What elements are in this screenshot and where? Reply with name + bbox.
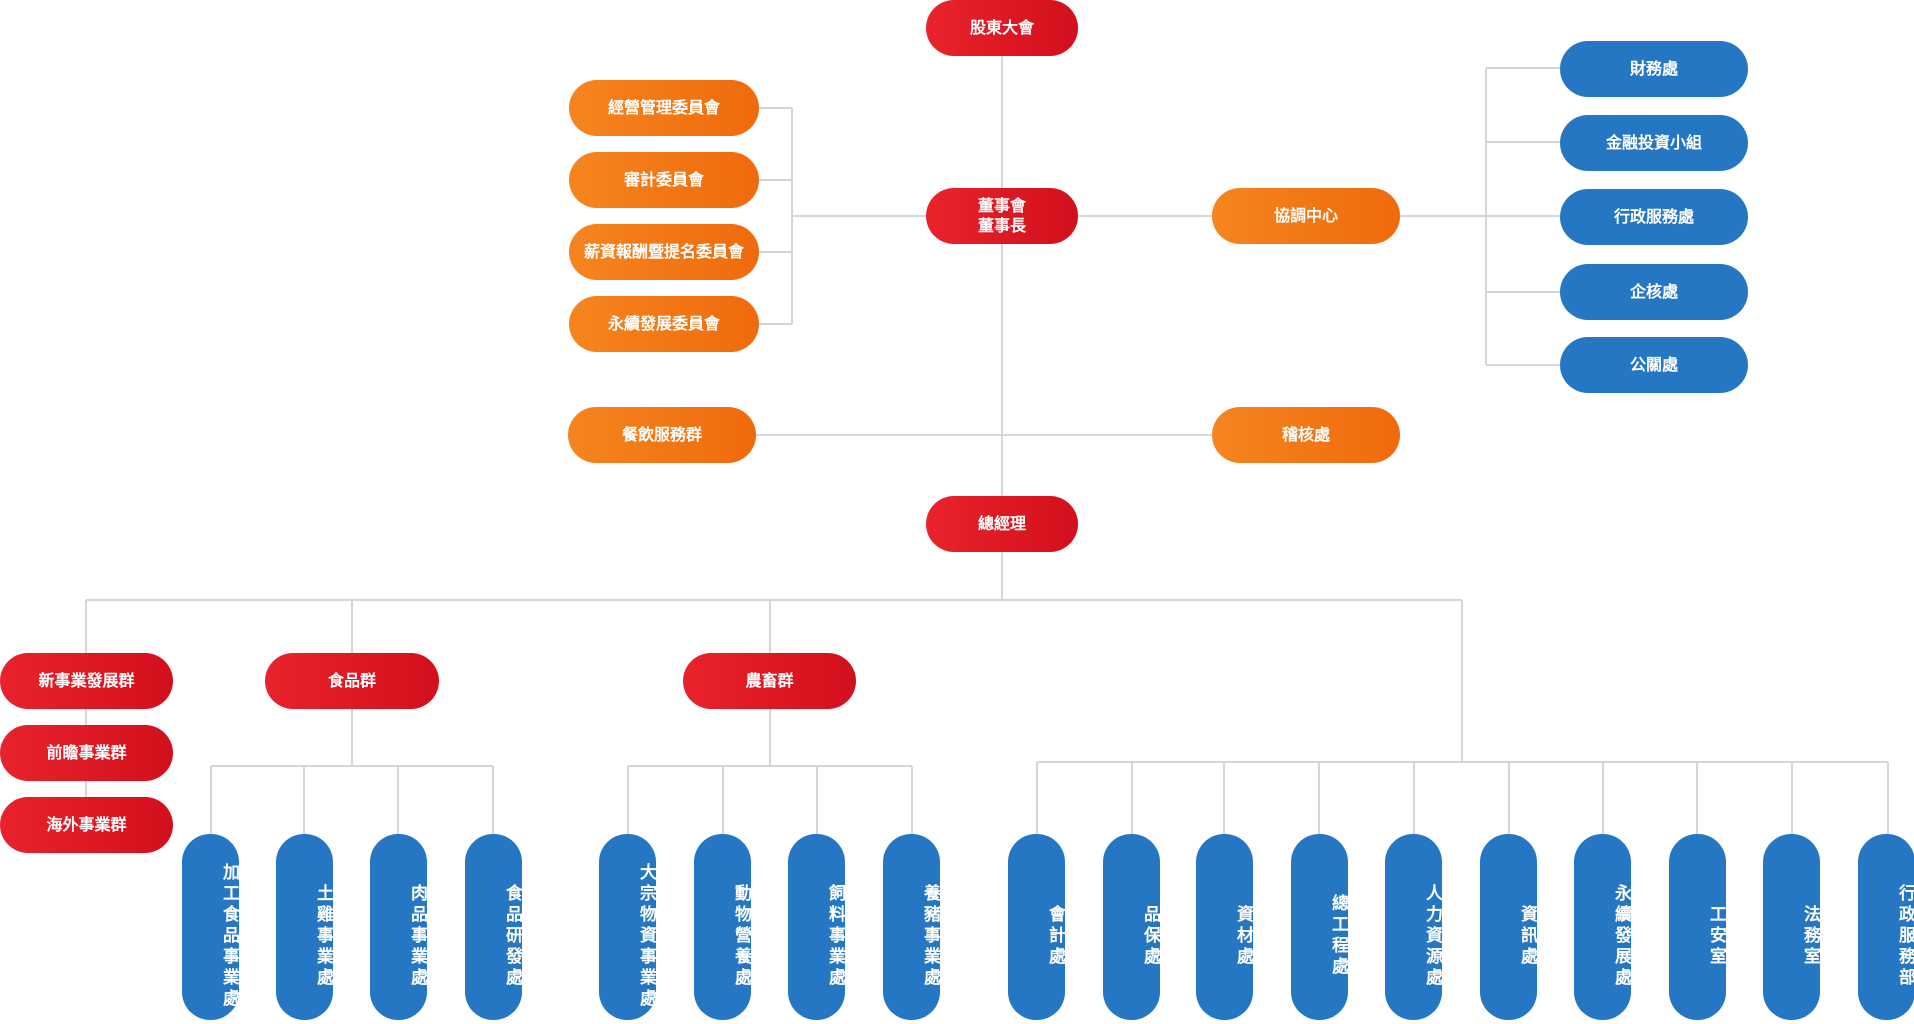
general-manager-node: 總經理 [926, 496, 1078, 552]
finance-dept: 財務處 [1560, 41, 1748, 97]
committee-management: 經營管理委員會 [569, 80, 759, 136]
catering-services-group: 餐飲服務群 [568, 407, 756, 463]
public-relations-dept: 公關處 [1560, 337, 1748, 393]
audit-office-node: 稽核處 [1212, 407, 1400, 463]
food-group-node: 食品群 [265, 653, 439, 709]
native-chicken-division: 土雞事業處 [276, 834, 333, 1020]
materials-dept: 資材處 [1196, 834, 1253, 1020]
board-chairman-node: 董事會 董事長 [926, 188, 1078, 244]
accounting-dept: 會計處 [1008, 834, 1065, 1020]
industrial-safety-office: 工安室 [1669, 834, 1726, 1020]
processed-food-division: 加工食品事業處 [182, 834, 239, 1020]
corporate-audit-dept: 企核處 [1560, 264, 1748, 320]
committee-audit: 審計委員會 [569, 152, 759, 208]
committee-sustainability: 永續發展委員會 [569, 296, 759, 352]
forward-business-group: 前瞻事業群 [0, 725, 173, 781]
quality-assurance-dept: 品保處 [1103, 834, 1160, 1020]
animal-nutrition-division: 動物營養處 [694, 834, 751, 1020]
new-business-group: 新事業發展群 [0, 653, 173, 709]
administrative-services-dept: 行政服務處 [1560, 189, 1748, 245]
human-resources-dept: 人力資源處 [1385, 834, 1442, 1020]
swine-division: 養豬事業處 [883, 834, 940, 1020]
meat-products-division: 肉品事業處 [370, 834, 427, 1020]
general-engineering-dept: 總工程處 [1291, 834, 1348, 1020]
information-dept: 資訊處 [1480, 834, 1537, 1020]
agri-livestock-group-node: 農畜群 [683, 653, 856, 709]
overseas-business-group: 海外事業群 [0, 797, 173, 853]
sustainable-development-dept: 永續發展處 [1574, 834, 1631, 1020]
coordination-center-node: 協調中心 [1212, 188, 1400, 244]
bulk-commodities-division: 大宗物資事業處 [599, 834, 656, 1020]
legal-office: 法務室 [1763, 834, 1820, 1020]
financial-investment-team: 金融投資小組 [1560, 115, 1748, 171]
administrative-affairs-dept: 行政服務部 [1858, 834, 1914, 1020]
shareholders-node: 股東大會 [926, 0, 1078, 56]
committee-remuneration-nomination: 薪資報酬暨提名委員會 [569, 224, 759, 280]
food-rd-division: 食品研發處 [465, 834, 522, 1020]
feed-division: 飼料事業處 [788, 834, 845, 1020]
